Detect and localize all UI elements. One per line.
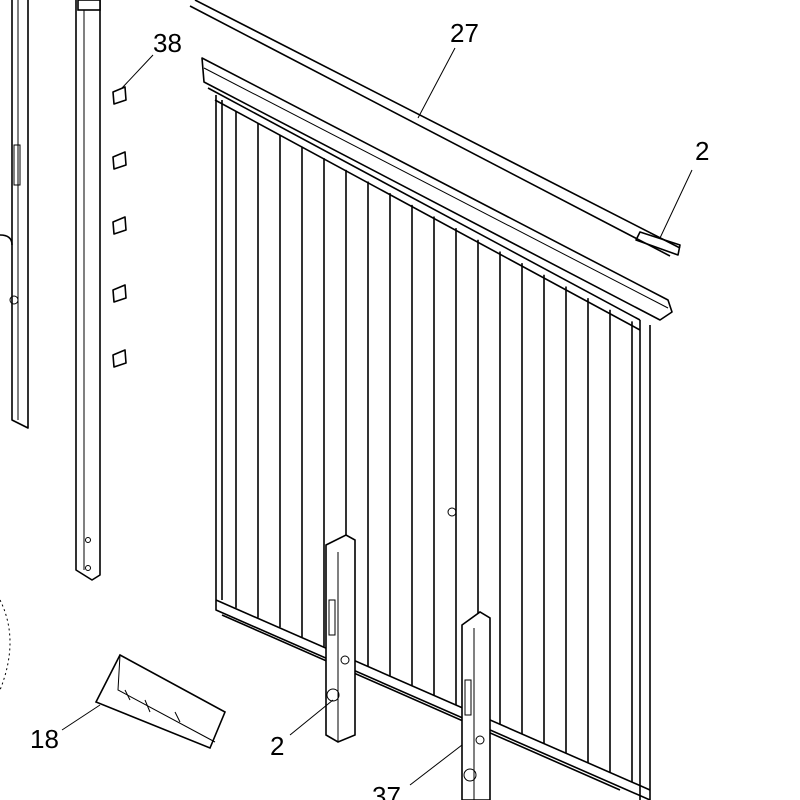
fence-panel xyxy=(215,95,651,800)
callout-37: 37 xyxy=(372,781,401,800)
callout-2-top: 2 xyxy=(695,136,709,166)
hidden-outline xyxy=(0,599,11,691)
front-post-2 xyxy=(325,534,356,743)
callout-18: 18 xyxy=(30,724,59,754)
callout-27: 27 xyxy=(450,18,479,48)
front-post-37 xyxy=(461,611,491,800)
left-side-rail xyxy=(0,0,29,429)
bracket-18 xyxy=(94,653,227,750)
callout-38: 38 xyxy=(153,28,182,58)
vertical-post xyxy=(75,0,101,581)
brackets-38 xyxy=(112,86,127,368)
panel-top-cap xyxy=(201,57,673,331)
top-rail-27 xyxy=(189,0,681,257)
callout-2-bottom: 2 xyxy=(270,731,284,761)
leader-lines xyxy=(61,47,693,786)
